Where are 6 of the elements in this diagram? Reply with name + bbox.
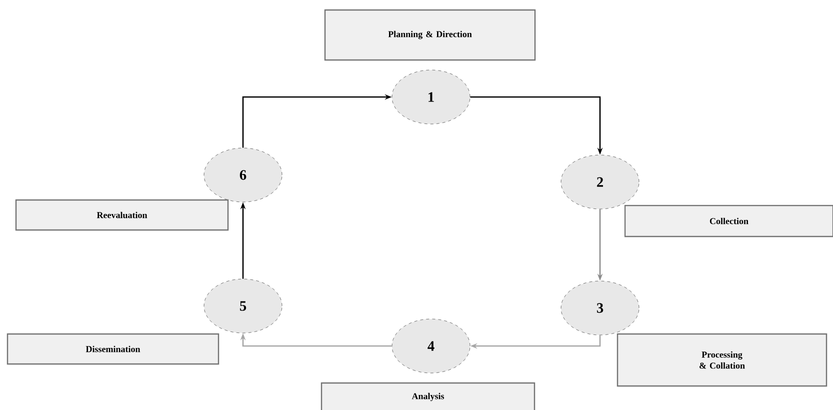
label-box: Reevaluation (15, 199, 229, 231)
label-box: Collection (624, 204, 833, 238)
label-box: Planning & Direction (324, 9, 536, 61)
label-box: Processing & Collation (616, 333, 828, 387)
label-box: Analysis (320, 382, 536, 410)
label-box: Dissemination (6, 333, 220, 365)
